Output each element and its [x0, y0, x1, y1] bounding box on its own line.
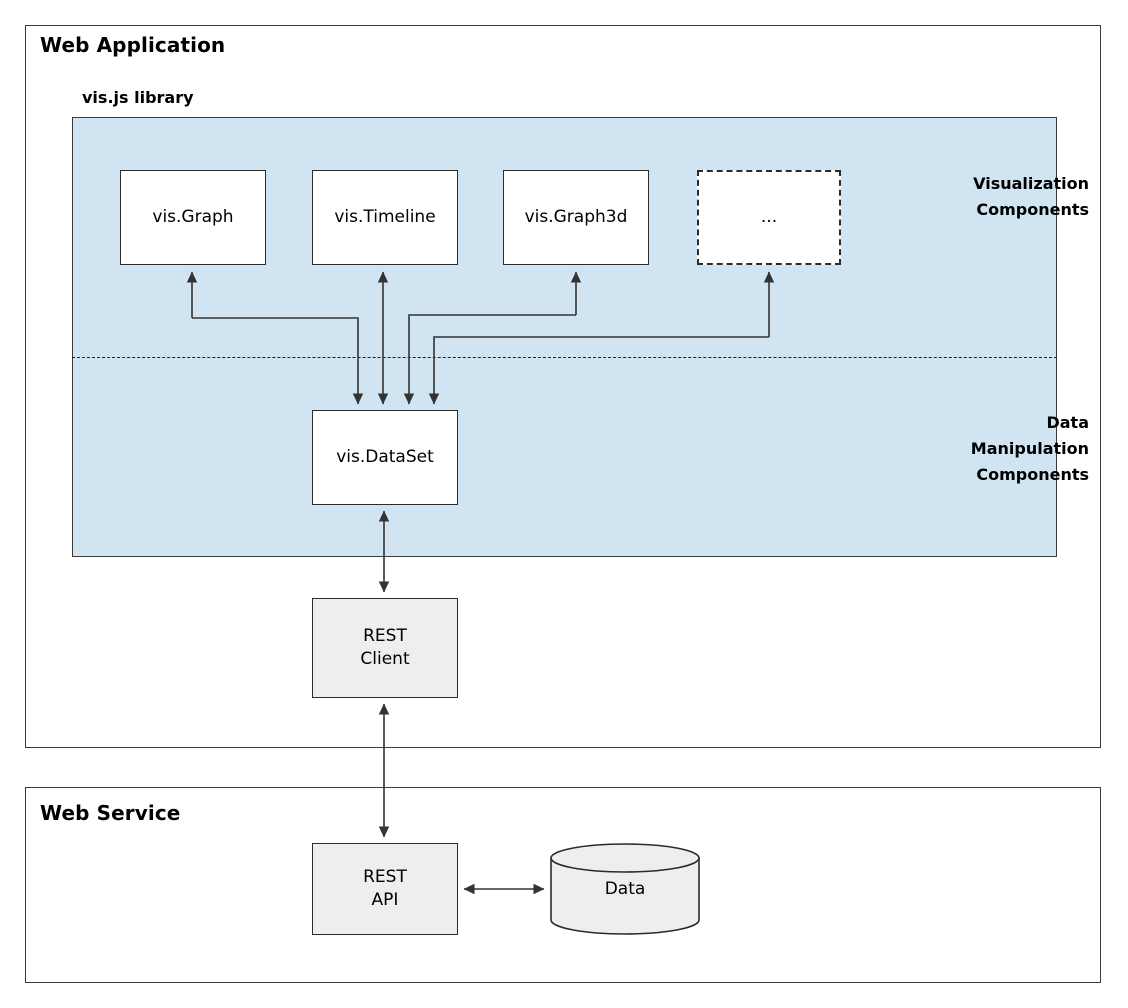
panel-title-web-application: Web Application	[40, 33, 226, 57]
layer-divider	[72, 357, 1057, 358]
node-rest-api[interactable]: REST API	[312, 843, 458, 935]
database-cylinder-icon	[550, 843, 700, 935]
caption-data-manipulation-components: Data Manipulation Components	[970, 413, 1089, 484]
node-data-store[interactable]: Data	[550, 843, 700, 935]
node-vis-dataset[interactable]: vis.DataSet	[312, 410, 458, 505]
caption-visualization-components: Visualization Components	[973, 174, 1089, 219]
node-vis-graph[interactable]: vis.Graph	[120, 170, 266, 265]
node-data-store-label: Data	[604, 879, 646, 899]
node-vis-timeline[interactable]: vis.Timeline	[312, 170, 458, 265]
library-title: vis.js library	[82, 88, 194, 107]
panel-title-web-service: Web Service	[40, 801, 181, 825]
node-vis-graph3d[interactable]: vis.Graph3d	[503, 170, 649, 265]
node-rest-client[interactable]: REST Client	[312, 598, 458, 698]
node-more-components-placeholder[interactable]: ...	[697, 170, 841, 265]
